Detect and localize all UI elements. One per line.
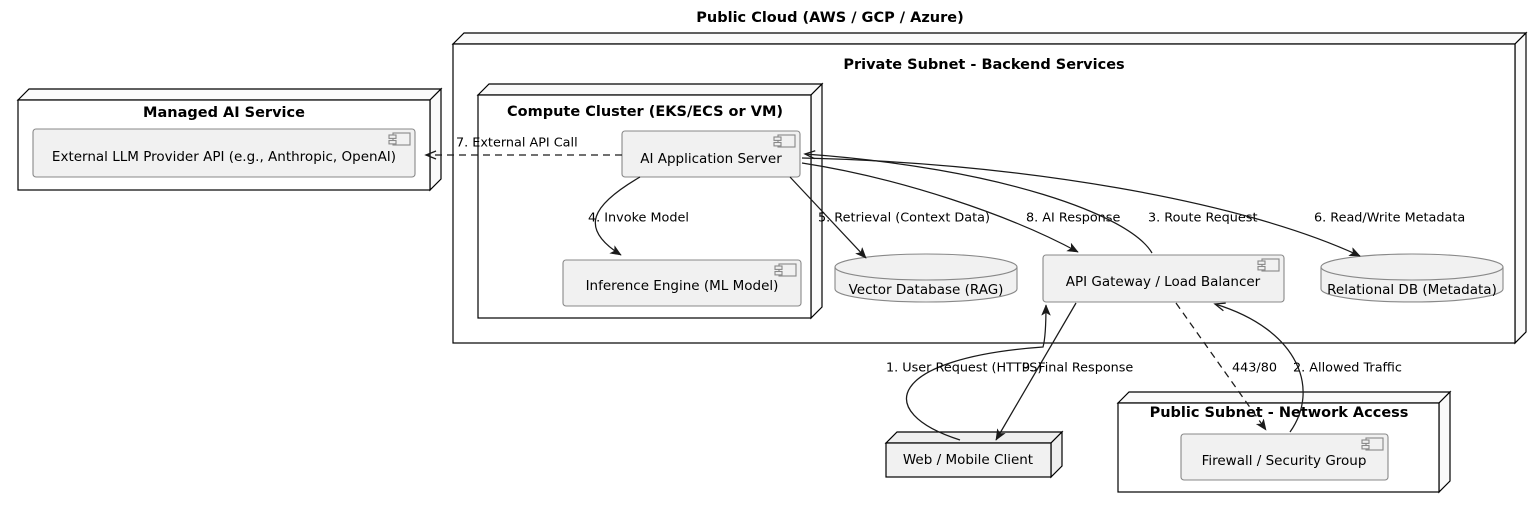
edge-label-final-response: 9. Final Response: [1022, 361, 1133, 376]
group-title-private-subnet: Private Subnet - Backend Services: [843, 57, 1124, 73]
node-relational-db[interactable]: Relational DB (Metadata): [1320, 253, 1504, 303]
edge-ports: 443/80: [1175, 302, 1277, 430]
node-label-external-llm: External LLM Provider API (e.g., Anthrop…: [52, 149, 396, 165]
node-vector-db[interactable]: Vector Database (RAG): [834, 253, 1018, 303]
edge-read-write-metadata: 6. Read/Write Metadata: [801, 157, 1465, 257]
group-title-managed-ai-service: Managed AI Service: [143, 105, 305, 121]
edge-final-response: 9. Final Response: [995, 302, 1133, 440]
group-title-public-subnet: Public Subnet - Network Access: [1150, 405, 1409, 421]
group-title-compute-cluster: Compute Cluster (EKS/ECS or VM): [507, 104, 783, 120]
component-icon: [1361, 437, 1384, 451]
edge-label-user-request: 1. User Request (HTTPS): [886, 361, 1042, 376]
component-icon: [1257, 258, 1280, 272]
node-label-inference-engine: Inference Engine (ML Model): [586, 278, 779, 294]
edge-invoke-model: 4. Invoke Model: [588, 176, 689, 256]
cloud-title: Public Cloud (AWS / GCP / Azure): [696, 10, 963, 26]
component-icon: [774, 263, 797, 277]
node-label-firewall: Firewall / Security Group: [1202, 453, 1367, 469]
edge-label-external-api-call: 7. External API Call: [456, 136, 578, 151]
node-label-web-client: Web / Mobile Client: [903, 452, 1033, 468]
node-inference-engine[interactable]: Inference Engine (ML Model): [562, 259, 802, 307]
node-label-relational-db: Relational DB (Metadata): [1327, 282, 1497, 298]
node-api-gateway[interactable]: API Gateway / Load Balancer: [1042, 254, 1285, 303]
edge-label-invoke-model: 4. Invoke Model: [588, 211, 689, 226]
edge-retrieval: 5. Retrieval (Context Data): [789, 176, 990, 258]
group-managed-ai-service[interactable]: Managed AI Service External LLM Provider…: [16, 87, 443, 192]
node-ai-app-server[interactable]: AI Application Server: [621, 130, 801, 178]
group-public-subnet[interactable]: Public Subnet - Network Access Firewall …: [1116, 390, 1452, 494]
edge-allowed-traffic: 2. Allowed Traffic: [1213, 302, 1402, 433]
edge-label-route-request: 3. Route Request: [1148, 211, 1257, 226]
node-label-api-gateway: API Gateway / Load Balancer: [1066, 274, 1261, 290]
node-firewall[interactable]: Firewall / Security Group: [1180, 433, 1389, 481]
edge-user-request: 1. User Request (HTTPS): [886, 305, 1046, 441]
edge-label-ports: 443/80: [1232, 361, 1277, 376]
component-icon: [773, 134, 796, 148]
node-label-vector-db: Vector Database (RAG): [849, 282, 1004, 298]
component-icon: [388, 132, 411, 146]
node-label-ai-app-server: AI Application Server: [640, 151, 782, 167]
edge-label-retrieval: 5. Retrieval (Context Data): [818, 211, 990, 226]
edge-label-read-write-metadata: 6. Read/Write Metadata: [1314, 211, 1465, 226]
edge-label-allowed-traffic: 2. Allowed Traffic: [1293, 361, 1402, 376]
node-external-llm[interactable]: External LLM Provider API (e.g., Anthrop…: [32, 128, 416, 178]
node-web-client[interactable]: Web / Mobile Client: [884, 430, 1064, 479]
edge-external-api-call: 7. External API Call: [424, 136, 622, 160]
